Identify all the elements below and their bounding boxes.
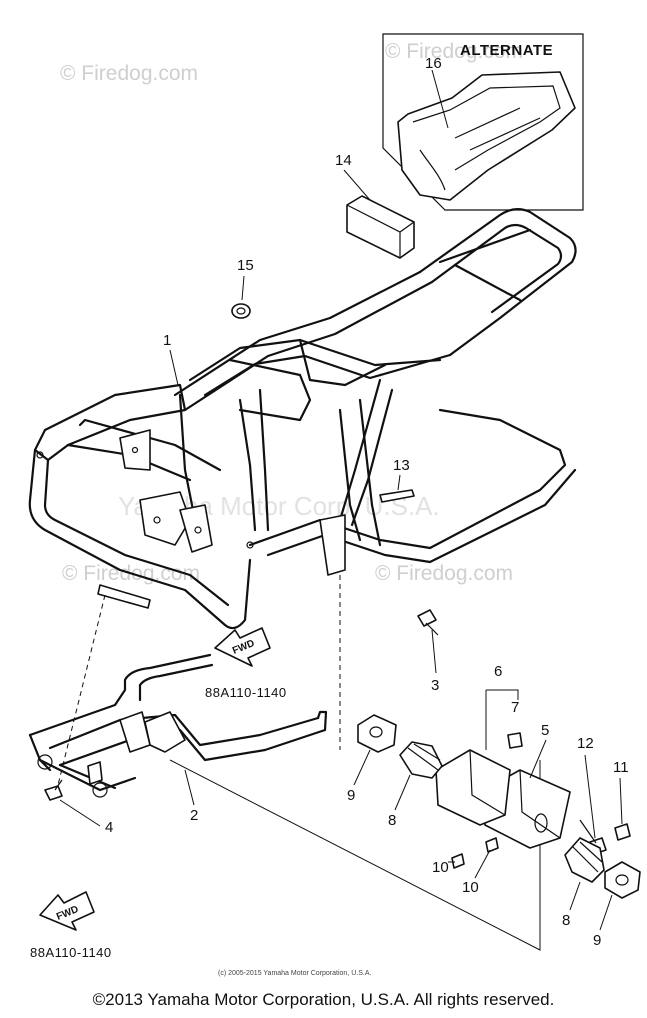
alternate-label: ALTERNATE — [460, 42, 553, 59]
callout-8-left: 8 — [388, 812, 396, 829]
part-10-bolts: 10 10 — [432, 837, 499, 896]
part-11-bolt: 11 — [613, 759, 631, 841]
part-number-lower: 88A110-1140 — [30, 945, 112, 960]
callout-3: 3 — [431, 677, 439, 694]
fwd-arrow-upper: FWD — [214, 627, 271, 667]
watermark-firedog-mid-right: © Firedog.com — [375, 562, 513, 585]
callout-13: 13 — [393, 457, 410, 474]
callout-15: 15 — [237, 257, 254, 274]
callout-8-right: 8 — [562, 912, 570, 929]
fwd-arrow-lower: FWD — [39, 891, 95, 931]
callout-9-left: 9 — [347, 787, 355, 804]
part-9-gasket-right: 9 — [593, 861, 641, 949]
callout-5: 5 — [541, 722, 549, 739]
part-3-bolt: 3 — [417, 609, 439, 694]
part-7-nut: 7 — [507, 699, 523, 749]
part-8-boot-left: 8 — [388, 741, 443, 829]
callout-6: 6 — [494, 663, 502, 680]
copyright-footer: ©2013 Yamaha Motor Corporation, U.S.A. A… — [92, 990, 555, 1009]
callout-9-right: 9 — [593, 932, 601, 949]
callout-11: 11 — [613, 759, 629, 776]
callout-7: 7 — [511, 699, 519, 716]
part-2-subframe — [28, 653, 328, 798]
callout-16: 16 — [425, 55, 442, 72]
part-6-housing — [435, 749, 511, 826]
callout-2: 2 — [190, 807, 198, 824]
alternate-box: ALTERNATE 16 — [382, 33, 584, 211]
callout-10-right: 10 — [462, 879, 479, 896]
callout-10-left: 10 — [432, 859, 449, 876]
part-number-upper: 88A110-1140 — [205, 685, 287, 700]
callout-14: 14 — [335, 152, 352, 169]
fine-print: (c) 2005-2015 Yamaha Motor Corporation, … — [218, 970, 371, 977]
watermark-firedog-top-left: © Firedog.com — [60, 62, 198, 85]
part-1-main-frame — [28, 208, 577, 630]
part-13-plate: 13 — [379, 457, 415, 503]
part-8-boot-right: 8 — [562, 837, 605, 929]
callout-1: 1 — [163, 332, 171, 349]
watermark-firedog-top-right: © Firedog.com — [385, 40, 523, 63]
part-12-bolt: 12 — [577, 735, 607, 855]
part-4-bolt: 4 — [44, 779, 113, 836]
callout-4: 4 — [105, 819, 113, 836]
part-16-storage-tray — [397, 71, 576, 201]
parts-diagram: © Firedog.com © Firedog.com © Firedog.co… — [28, 33, 641, 977]
part-15-grommet: 15 — [231, 257, 254, 319]
callout-12: 12 — [577, 735, 594, 752]
part-9-gasket-left: 9 — [347, 714, 397, 804]
part-14-block: 14 — [335, 152, 415, 259]
